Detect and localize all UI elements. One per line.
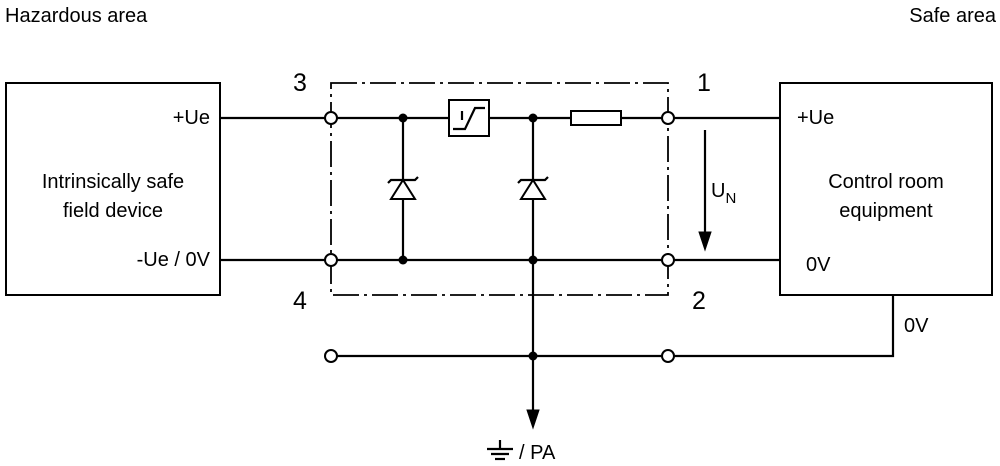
field-device-name-line2: field device [63,200,163,222]
field-device-plus-label: +Ue [173,107,210,129]
terminal-4-label: 4 [293,287,307,315]
zener-diode-2-icon [517,176,549,200]
ground-rail-terminal-right [661,349,675,363]
hazardous-area-label: Hazardous area [5,5,148,27]
terminal-3 [324,111,338,125]
safe-area-label: Safe area [909,5,997,27]
fuse-icon [570,110,622,126]
ground-label: / PA [519,442,556,464]
control-room-name-line2: equipment [839,200,933,222]
terminal-1 [661,111,675,125]
field-device-minus-label: -Ue / 0V [137,249,211,271]
control-room-name-line1: Control room [828,171,944,193]
zener-diode-1-icon [387,176,419,200]
control-room-box [779,82,993,296]
return-wire [674,295,895,358]
current-limiter-icon [448,99,490,137]
voltage-label: UN [711,180,736,207]
terminal-1-label: 1 [697,69,711,97]
field-device-name-line1: Intrinsically safe [42,171,184,193]
field-device-box [5,82,221,296]
terminal-4 [324,253,338,267]
ground-arrow-icon [526,409,540,430]
junction-dot [398,113,408,123]
ground-rail-terminal-left [324,349,338,363]
return-line-label: 0V [904,315,929,337]
terminal-3-label: 3 [293,69,307,97]
protection-module-outline [330,82,669,296]
control-room-zero-label: 0V [806,254,831,276]
terminal-2 [661,253,675,267]
junction-dot [528,113,538,123]
ground-icon [487,440,513,461]
terminal-2-label: 2 [692,287,706,315]
voltage-arrow-icon [698,130,712,252]
junction-dot [528,255,538,265]
junction-dot [398,255,408,265]
control-room-plus-label: +Ue [797,107,834,129]
